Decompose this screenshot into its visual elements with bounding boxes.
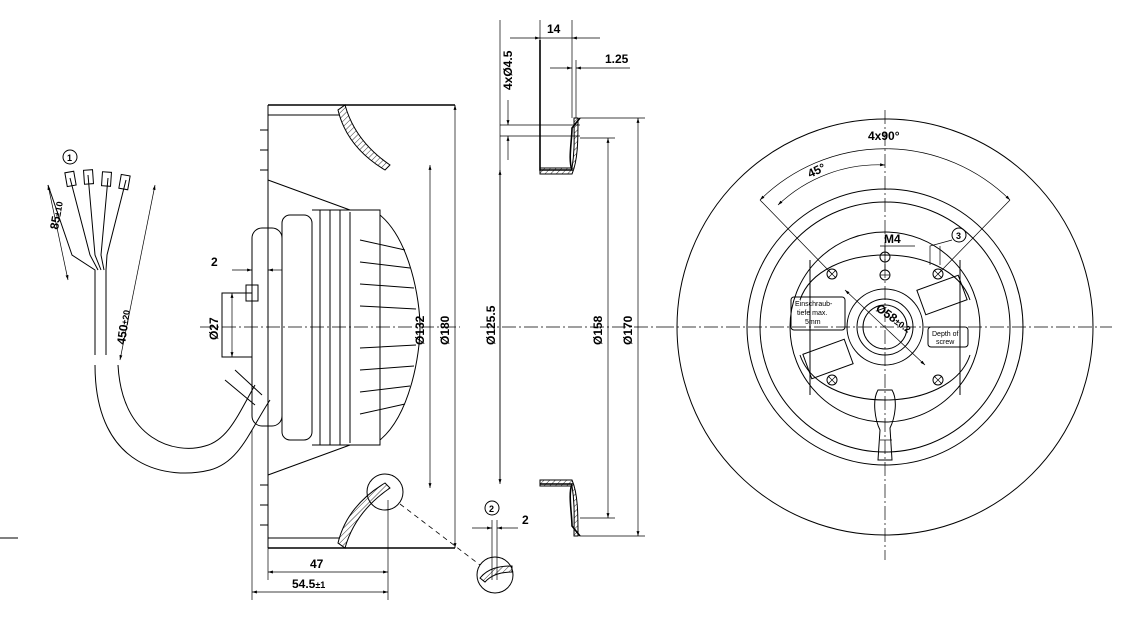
label-screw-depth-de-line2: tiefe max.	[797, 310, 827, 317]
dim-total-depth-tol: ±1	[315, 580, 325, 590]
front-view: 4x90° 45° M4 3 Ø58±0.2 Einschraub- tiefe…	[660, 110, 1112, 560]
svg-text:450±20: 450±20	[114, 309, 133, 346]
dim-mid-dia: Ø158	[591, 315, 605, 345]
svg-text:85±10: 85±10	[47, 200, 66, 230]
cable-length-long-tol: ±20	[120, 309, 132, 325]
dim-width: 14	[547, 22, 561, 36]
dim-hub-offset: 2	[211, 255, 218, 269]
dim-outer-dia-section: Ø170	[621, 315, 635, 345]
label-screw-depth-de-line1: Einschraub-	[795, 301, 833, 308]
label-screw-depth-en-line2: screw	[936, 339, 955, 346]
detail-dim: 2	[522, 513, 529, 527]
fan-side-body	[200, 104, 481, 566]
section-view: 4xØ4.5 14 1.25 Ø125.5 Ø158 Ø170 2 2	[472, 20, 660, 594]
label-screw-depth-de-line3: 5mm	[805, 319, 821, 326]
dim-angle-pattern: 4x90°	[868, 129, 900, 143]
dim-total-depth: 54.5	[292, 577, 316, 591]
side-view: 1 85±10 450±20	[0, 104, 481, 600]
cable-callout-1: 1	[67, 153, 72, 163]
cable-length-short-tol: ±10	[52, 201, 64, 217]
dim-inner-dia: Ø132	[413, 315, 427, 345]
dim-depth: 47	[310, 557, 324, 571]
dim-bore-tol: ±0.2	[892, 316, 912, 334]
dim-outer-dia: Ø180	[438, 315, 452, 345]
dim-thread: M4	[884, 232, 901, 246]
dim-angle: 45°	[805, 160, 828, 180]
dim-hub-dia: Ø27	[207, 317, 221, 340]
screw-callout-3: 3	[956, 231, 961, 241]
dim-holes: 4xØ4.5	[501, 50, 515, 90]
detail-callout-2: 2	[489, 504, 494, 514]
label-screw-depth-en-line1: Depth of	[932, 331, 959, 338]
svg-text:Ø58±0.2: Ø58±0.2	[873, 301, 914, 335]
cable-length-short: 85	[47, 215, 63, 231]
side-view-dimensions: 2 Ø27 Ø132 Ø180 47 54.5±1	[207, 105, 457, 600]
dim-inlet-dia: Ø125.5	[484, 305, 498, 345]
cable-length-long: 450	[114, 323, 131, 345]
cable-leads: 1 85±10 450±20	[47, 149, 271, 474]
svg-text:54.5±1: 54.5±1	[292, 577, 325, 591]
dim-wall: 1.25	[605, 52, 629, 66]
